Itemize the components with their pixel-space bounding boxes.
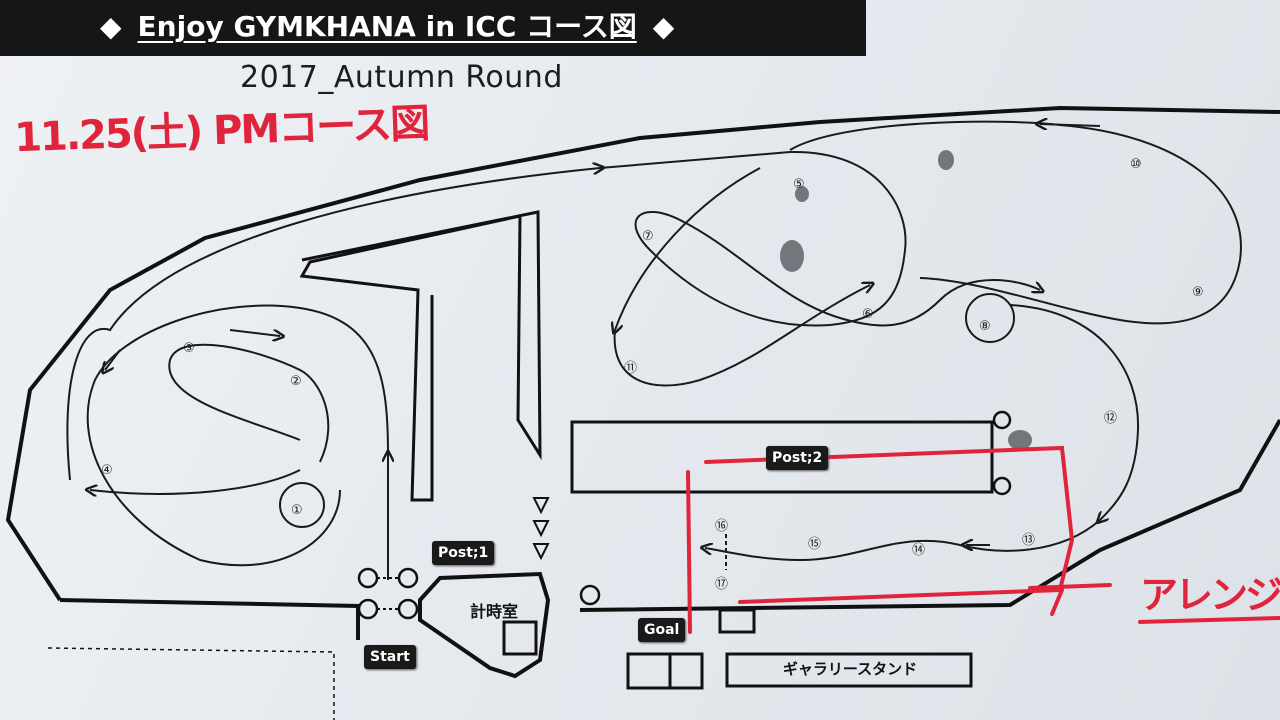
pylon [397,598,419,620]
marker-11: ⑪ [624,361,637,376]
marker-17: ⑰ [715,577,728,592]
outer-boundary-bottom [59,598,360,640]
title-text: Enjoy GYMKHANA in ICC コース図 [137,10,637,43]
marker-4: ④ [101,463,113,478]
marker-7: ⑦ [642,229,654,244]
gallery-stand-box [725,652,973,688]
triangle-markers [532,497,550,561]
facility-box-right [668,652,704,690]
subtitle: 2017_Autumn Round [240,60,563,95]
title-bar: ◆ Enjoy GYMKHANA in ICC コース図 ◆ [0,0,866,56]
course-path-s-turn [168,343,330,463]
course-path-arrow4 [105,349,121,370]
gallery-stand-label: ギャラリースタンド [782,660,918,678]
marker-3: ③ [183,341,195,356]
red-arrangement-marks [686,445,1280,634]
course-path-top-2 [599,151,791,169]
course-path-loop11 [613,285,870,387]
course-path-left-section [86,304,389,567]
marker-14: ⑭ [912,543,925,558]
start-label: Start [364,645,416,669]
course-path-bottom [705,519,1101,562]
pylon [992,476,1012,496]
marker-10: ⑩ [1130,157,1142,172]
course-path-right-down [1009,304,1140,520]
dashed-zone [47,647,335,720]
course-path-loop7-return [615,167,761,330]
marker-2: ② [290,374,302,389]
marker-1: ① [291,503,303,518]
course-path-top [66,168,600,481]
course-path-loop10 [789,120,1242,325]
handwritten-arrange-note: アレンジ [1140,573,1280,617]
course-path-arrow3 [229,329,280,336]
pylon-markers [357,410,1012,620]
post2-label: Post;2 [766,446,829,470]
timing-room-building [418,571,551,679]
marker-13: ⑬ [1022,533,1035,548]
course-markers: ① ② ③ ④ ⑤ ⑥ ⑦ ⑧ ⑨ ⑩ ⑪ ⑫ ⑬ ⑭ ⑮ ⑯ ⑰ [101,157,1204,592]
marker-5: ⑤ [793,177,805,192]
goal-box [718,608,756,634]
course-path-circle1 [90,469,301,494]
diamond-right-icon: ◆ [652,10,675,43]
post1-label: Post;1 [432,541,495,565]
course-path-pivot1 [279,482,325,528]
pylon [357,598,379,620]
facility-box-left [626,652,672,690]
goal-label: Goal [638,618,686,642]
inner-structure-seven [299,210,542,502]
course-path-figure8-upper [634,150,1040,327]
pylon [357,567,379,589]
timing-room-box [502,620,538,656]
title: ◆ Enjoy GYMKHANA in ICC コース図 ◆ [100,5,780,49]
course-path-arrow10 [1040,124,1101,126]
pylon [397,567,419,589]
surface-stains [780,150,1032,450]
marker-8: ⑧ [979,319,991,334]
marker-9: ⑨ [1192,285,1204,300]
pylon [992,410,1012,430]
marker-6: ⑥ [862,307,874,322]
diamond-left-icon: ◆ [100,10,122,43]
outer-boundary [5,105,1280,602]
marker-12: ⑫ [1104,411,1117,426]
course-path-pivot8 [965,293,1015,343]
marker-15: ⑮ [808,537,821,552]
outer-boundary-right [579,419,1280,612]
pylon [579,584,601,606]
timing-room-label: 計時室 [470,602,519,621]
marker-16: ⑯ [715,519,728,534]
post2-zone [570,420,994,494]
